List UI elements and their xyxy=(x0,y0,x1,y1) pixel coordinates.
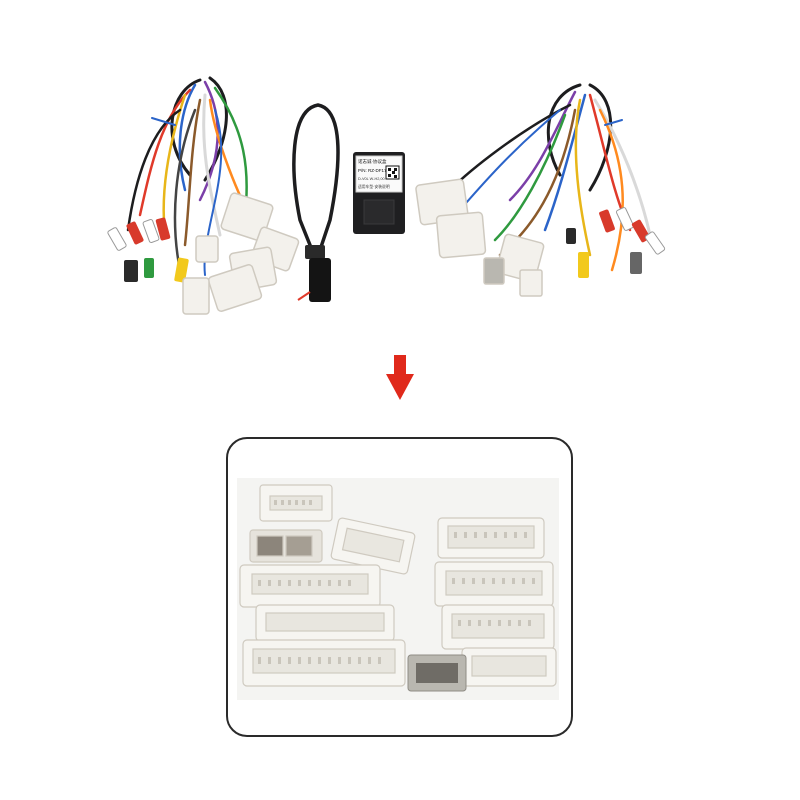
right-wiring-harness xyxy=(415,83,666,297)
module-spec-line: D-V0L W-H2,00 xyxy=(358,177,385,181)
grey-connector xyxy=(407,654,467,692)
left-wiring-harness xyxy=(107,76,300,315)
connector-cluster-right xyxy=(434,517,557,687)
canbus-decoder-box: 诺志诚·协议盒 P/N: RZ-DF17 D-V0L W-H2,00 适用车型·… xyxy=(353,152,405,234)
module-part-number: P/N: RZ-DF17 xyxy=(358,168,387,173)
module-brand-label: 诺志诚·协议盒 xyxy=(358,158,387,165)
down-arrow-icon xyxy=(386,355,414,400)
module-note-line: 适用车型·安装说明 xyxy=(358,184,390,189)
connector-detail-frame xyxy=(226,437,573,737)
qr-code-icon xyxy=(385,165,400,180)
antenna-adapter-cable xyxy=(292,103,340,302)
